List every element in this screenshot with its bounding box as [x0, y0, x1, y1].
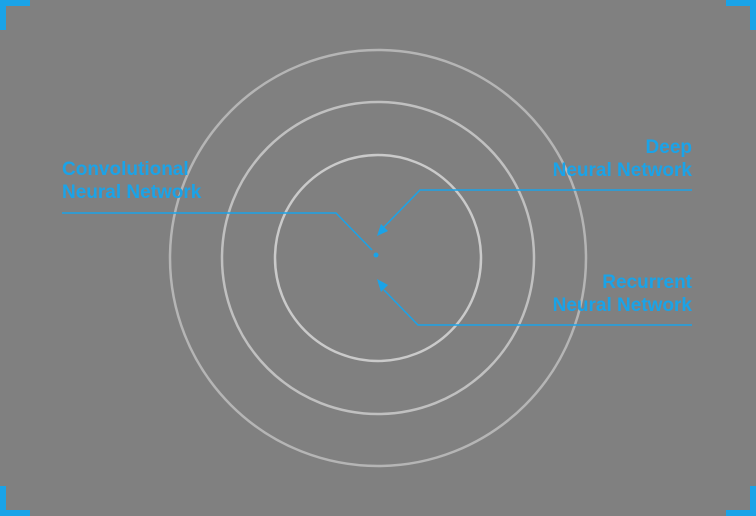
dnn-label-line1: Deep — [645, 137, 692, 158]
corner-marker-bottom-right — [726, 486, 756, 516]
corner-marker-top-right — [726, 0, 756, 30]
dnn-label: Deep Neural Network — [553, 136, 692, 182]
cnn-label-line2: Neural Network — [62, 182, 202, 203]
rnn-arrow-head — [377, 279, 388, 292]
dnn-label-line2: Neural Network — [552, 160, 692, 181]
dnn-leader-line — [383, 189, 692, 228]
cnn-label-line1: Convolutional — [62, 159, 189, 180]
rnn-leader-line — [383, 289, 692, 326]
rnn-label-line2: Neural Network — [552, 295, 692, 316]
outer-ring — [168, 48, 588, 468]
cnn-leader-dot — [373, 252, 379, 258]
rnn-label: Recurrent Neural Network — [553, 271, 692, 317]
middle-ring — [220, 100, 536, 416]
cnn-label: Convolutional Neural Network — [62, 158, 201, 204]
corner-marker-bottom-left — [0, 486, 30, 516]
cnn-leader-line — [62, 212, 373, 251]
rnn-label-line1: Recurrent — [602, 272, 692, 293]
corner-marker-top-left — [0, 0, 30, 30]
inner-ring — [273, 153, 483, 363]
dnn-arrow-head — [377, 224, 388, 236]
